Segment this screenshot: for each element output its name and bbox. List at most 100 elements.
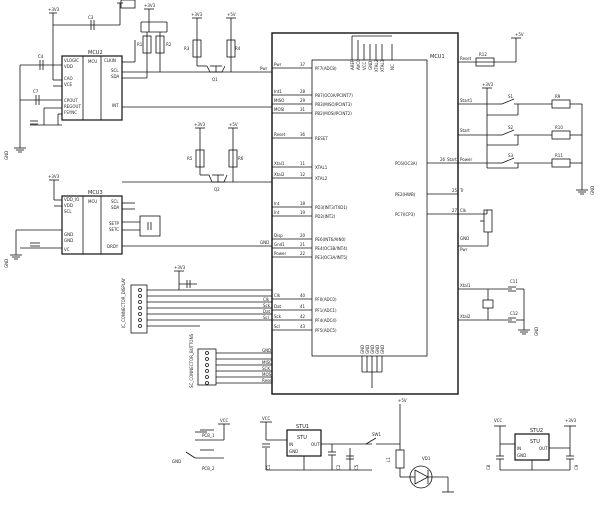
mcu1-pin-num-6: 11 [300,161,306,166]
mcu1-pin-func-8: PD3(INT3/TXD1) [315,205,348,210]
res-r1-ref: R1 [137,42,143,47]
mcu3-pin-vdd: VDD [64,203,73,208]
res-r6-ref: R6 [238,156,244,161]
mcu1-pin-net-15: Sck [274,314,282,319]
transistor-q2-ref: Q2 [214,187,220,192]
mcu1-right-num-2: 27 [452,208,458,213]
res-r9-ref: R9 [555,94,561,99]
gnd-label-c: GND [590,186,595,195]
button-s2-ref: S2 [508,125,514,130]
mcu1-right-num-0: 26 [440,157,446,162]
mcu1-pin-num-2: 29 [300,98,306,103]
mcu1-top-pin-aref: AREF [350,59,355,70]
res-r11 [551,158,571,168]
mcu3-pin-vc: VC [64,247,70,252]
mcu2-pin-sda: SDA [111,74,120,79]
stu1-pin-gnd: GND [289,449,298,454]
mcu1-top-pin-avcc: AVCC [356,59,361,70]
mcu3-pin-scl-r: SCL [111,199,119,204]
mcu2-body [61,55,123,121]
mcu2-block: MCU2 MCU VLOGIC VDD CAO VCE CPOUT REGOUT… [4,40,272,160]
pot-rp1 [483,209,493,233]
cap-c3-ref: C3 [88,15,94,20]
mcu1-bottom-pin-2: GND [370,345,375,354]
mcu1-pin-net-2: MISO [274,98,284,103]
crystal-circuit: Xtal1 Xtal2 C11 C12 GND [458,279,539,336]
mcu1-right-func-2: PC7(ICP3) [395,212,415,217]
cap-c4-ref: C4 [38,54,44,59]
mcu1-bottom-pins: GND GND GND GND GND [360,345,385,388]
power-label-5v-d: +5V [398,398,407,403]
cap-c1-ref: C1 [266,464,271,470]
power-label-3v3-h: +3V3 [565,418,577,423]
power-label-5v-c: +5V [515,32,524,37]
stu2-pin-in: IN [517,446,521,451]
net-label-start1: Start1 [460,98,473,103]
mcu1-pin-net-0: Pwr [274,62,282,67]
mcu2-pin-scl: SCL [111,68,119,73]
gnd-label-b: GND [4,259,9,268]
mcu2-pin-clkin: CLKIN [104,58,116,63]
mcu2-pin-cao: CAO [64,76,73,81]
mcu2-ref: MCU2 [88,50,103,56]
mcu1-pin-num-0: 37 [300,62,306,67]
net-label-gnd-p2: GND [262,348,271,353]
mcu1-top-pin-xtal2: XTAL2 [374,59,379,72]
net-label-tr: Tr [459,188,464,193]
diode-vd1-ref: VD1 [422,456,431,461]
power-label-5v-a: +5V [227,12,236,17]
mcu1-pin-net-14: Dat [274,304,282,309]
inductor-l1-ref: L1 [386,457,391,462]
mcu2-pin-fsync: FSYNC [64,110,77,115]
power-label-3v3-f: +3V3 [174,265,186,270]
connector-p2-body [197,348,217,386]
mcu1-pin-num-1: 28 [300,89,306,94]
net-label-start: Start [460,128,470,133]
mcu1-pin-func-1: PB7(OC0A/PCINT7) [315,93,353,98]
mcu1-body [311,59,428,357]
mcu3-block: +3V3 MCU3 MCU VDD_IO VDD SCL GND GND VC … [4,174,272,268]
mcu1-right-pins: 26 PC6(OC3A) Start1 25 PE2(HWB) 27 PC7(I… [395,157,460,217]
connector-p2-pins [205,351,272,385]
mcu1-pin-func-15: PF4(ADC4) [315,318,337,323]
mcu1-pin-num-13: 40 [300,293,306,298]
button-s3-ref: S3 [508,153,514,158]
res-r10 [551,130,571,140]
mcu1-pin-net-1: Int1 [274,89,282,94]
res-r3-ref: R3 [184,46,190,51]
right-buttons: +5V R12 Reset +3V3 Start1 Start Power S1… [458,32,595,195]
power-label-vcc-b: VCC [262,416,271,421]
mcu1-pin-num-14: 41 [300,304,306,309]
mcu2-pin-int: INT [112,103,119,108]
cap-c11-ref: C11 [510,279,518,284]
mcu3-pin-gnd-a: GND [64,232,73,237]
mcu3-pin-vddio: VDD_IO [64,197,79,202]
mcu1-pin-net-7: Xtal2 [274,172,285,177]
transistor-q1-ref: Q1 [212,77,218,82]
mcu2-pin-regout: REGOUT [64,104,81,109]
mcu1-pin-num-11: 21 [300,242,306,247]
power-label-3v3-c: +3V3 [191,12,203,17]
mcu1-top-pin-nc: NC [390,64,395,70]
mcu1-left-pins: Pwr 37 PF7(ADC8) Int1 28 PB7(OC0A/PCINT7… [272,62,353,333]
cap-c2-ref: C2 [336,464,341,470]
mcu1-bottom-pin-4: GND [380,345,385,354]
inductor-l1 [395,449,405,469]
stu2-body [514,433,550,461]
stu2-pin-gnd: GND [517,453,526,458]
mcu1-pin-net-12: Power [274,251,286,256]
gnd-label-d: GND [534,327,539,336]
stu2-regulator: VCC C8 STU2 STU IN OUT GND +3V3 C9 [486,418,579,471]
mcu1-top-pin-xtal1: XTAL1 [380,59,385,72]
mcu1-pin-num-12: 22 [300,251,306,256]
net-label-power: Power [460,157,472,162]
mcu1-pin-net-6: Xtal1 [274,161,285,166]
mcu1-right-func-0: PC6(OC3A) [395,161,418,166]
stu1-regulator: VCC C1 STU1 STU IN OUT GND C2 C5 SW1 [260,416,400,471]
res-r10-ref: R10 [555,125,563,130]
mcu1-pin-func-0: PF7(ADC8) [315,66,337,71]
stu2-label: STU [530,439,540,445]
mcu3-pin-setp: SETP [109,221,120,226]
stu1-pin-out: OUT [311,442,320,447]
